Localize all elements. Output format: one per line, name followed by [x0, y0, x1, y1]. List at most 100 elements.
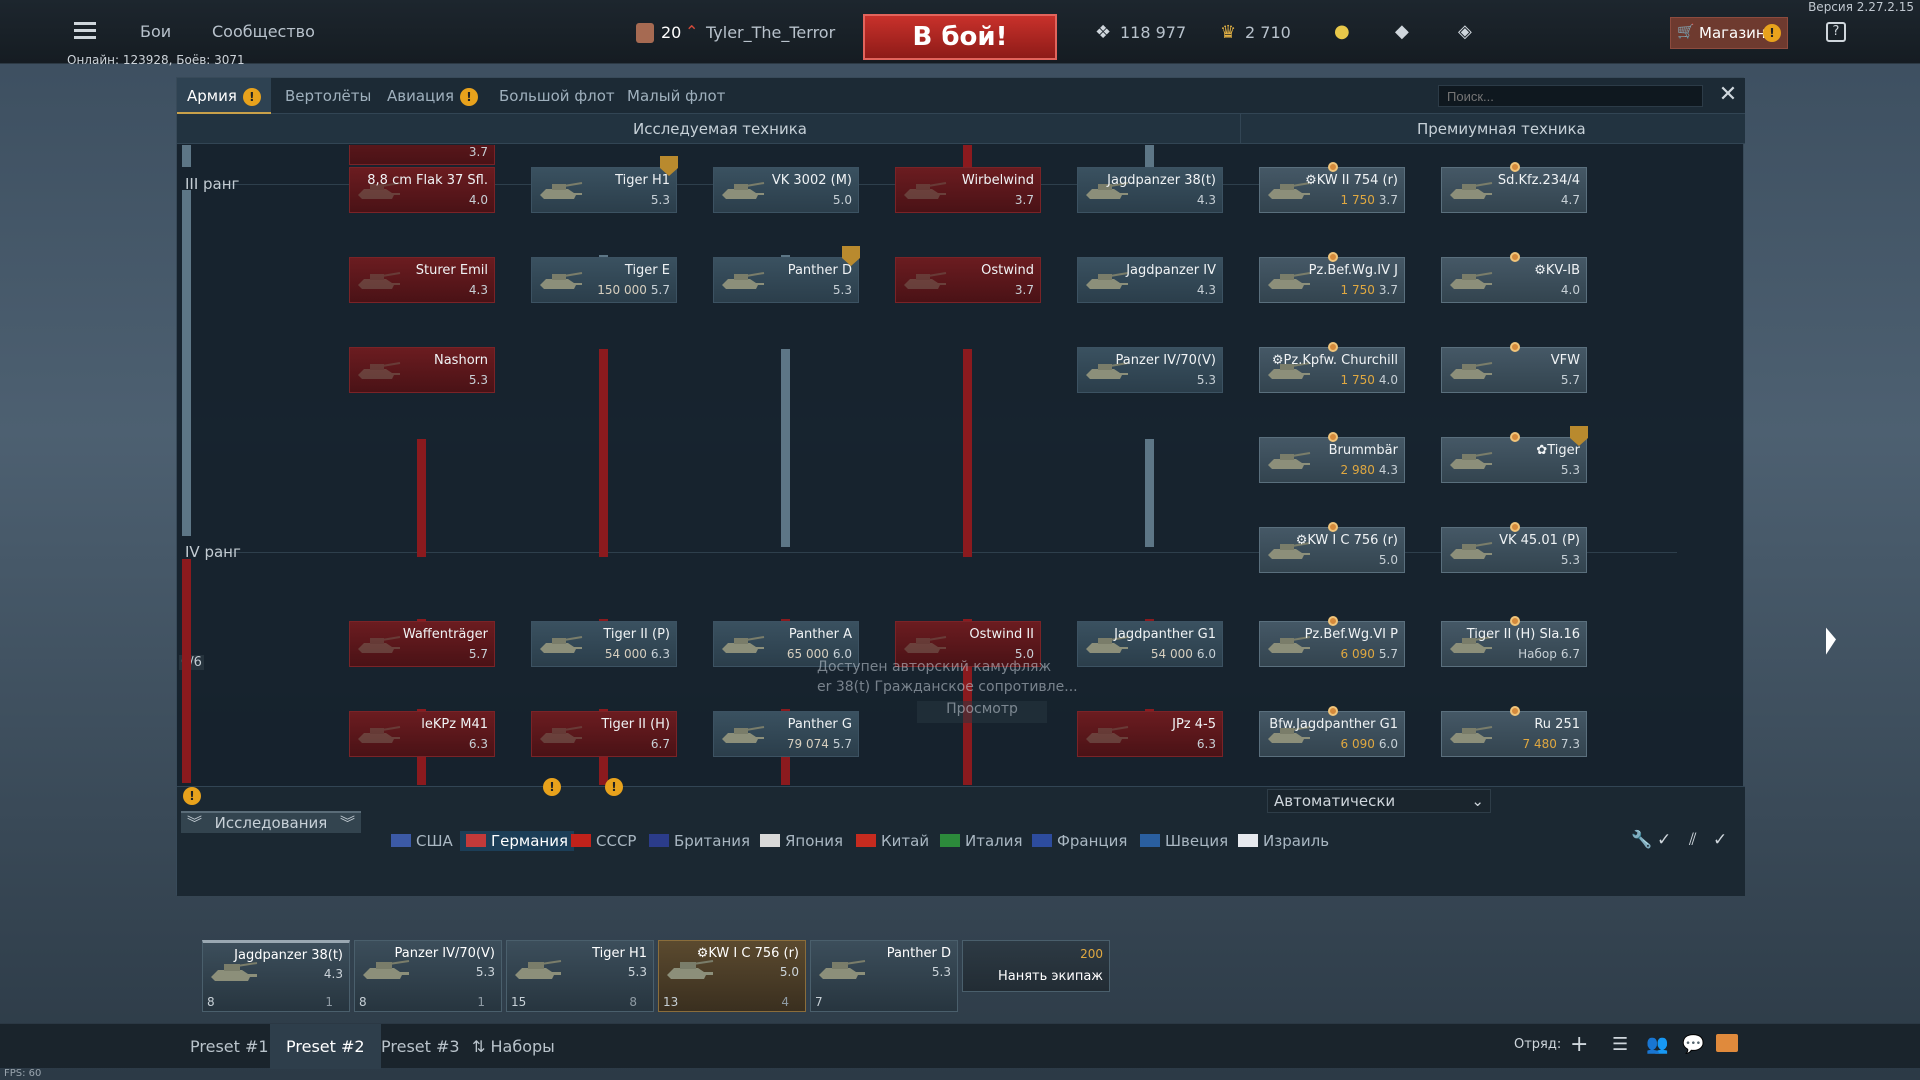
add-squad-icon[interactable]: + — [1570, 1032, 1589, 1057]
sets-button[interactable]: ⇅ Наборы — [456, 1024, 571, 1069]
list-icon[interactable]: ☰ — [1612, 1034, 1629, 1055]
vehicle-br: 5.3 — [1197, 373, 1216, 387]
player-name[interactable]: Tyler_The_Terror — [706, 23, 836, 42]
lightbulb-icon[interactable]: ● — [1334, 21, 1350, 42]
nation-filter-item[interactable]: Британия — [649, 831, 750, 851]
mode-select[interactable]: Автоматически ⌄ — [1267, 789, 1491, 813]
preset-1[interactable]: Preset #1 — [190, 1037, 269, 1056]
vehicle-card[interactable]: Jagdpanzer 38(t)4.3 — [1077, 167, 1223, 213]
mail-icon[interactable] — [1716, 1034, 1738, 1052]
search-input[interactable] — [1438, 85, 1703, 107]
flag-icon — [466, 834, 486, 847]
preset-2[interactable]: Preset #2 — [270, 1024, 381, 1069]
check-icon[interactable]: ✓ — [1657, 830, 1672, 850]
battle-rating: 3.7 — [1014, 283, 1034, 297]
nation-filter-item[interactable]: СССР — [571, 831, 636, 851]
vehicle-name: ⚙KV-IB — [1534, 263, 1580, 278]
vehicle-card[interactable]: 3.7 — [349, 145, 495, 165]
nation-filter-item[interactable]: США — [391, 831, 453, 851]
nation-filter-item[interactable]: Китай — [856, 831, 929, 851]
vehicle-card[interactable]: Tiger II (H)6.7 — [531, 711, 677, 757]
repair-icon[interactable]: 🔧 — [1631, 830, 1653, 850]
battle-rating: 5.0 — [1014, 647, 1034, 661]
vehicle-card[interactable]: VK 45.01 (P)5.3 — [1441, 522, 1587, 573]
research-toggle[interactable]: ︾ Исследования ︾ — [181, 811, 361, 833]
premium-marker-icon — [1328, 342, 1338, 352]
contacts-icon[interactable]: 👥 — [1646, 1034, 1669, 1055]
chat-icon[interactable]: 💬 — [1682, 1034, 1705, 1055]
tab-aviation[interactable]: Авиация! — [377, 78, 488, 114]
battlepass-icon[interactable]: ◆ — [1395, 21, 1409, 42]
preset-3[interactable]: Preset #3 — [381, 1037, 460, 1056]
marketplace-icon[interactable]: ◈ — [1458, 21, 1472, 42]
nation-filter-item[interactable]: Германия — [460, 831, 574, 851]
player-avatar[interactable] — [636, 23, 654, 43]
nav-battles[interactable]: Бои — [140, 22, 172, 41]
notice-view-button[interactable]: Просмотр — [917, 701, 1047, 723]
vehicle-card[interactable]: 8,8 cm Flak 37 Sfl.4.0 — [349, 167, 495, 213]
vehicle-br: 3.7 — [1015, 193, 1034, 207]
tab-army[interactable]: Армия! — [177, 78, 271, 114]
tab-helicopters[interactable]: Вертолёты — [275, 78, 381, 114]
vehicle-card[interactable]: VK 3002 (M)5.0 — [713, 167, 859, 213]
flag-icon — [391, 834, 411, 847]
shop-button[interactable]: 🛒 Магазин ! — [1670, 17, 1788, 49]
close-icon[interactable]: ✕ — [1718, 82, 1738, 107]
nation-filter-item[interactable]: Швеция — [1140, 831, 1228, 851]
check-icon[interactable]: ✓ — [1713, 830, 1728, 850]
battle-rating: 5.3 — [1560, 463, 1580, 477]
silver-lions-icon: ❖ — [1095, 22, 1112, 43]
flag-icon — [1238, 834, 1258, 847]
tank-icon — [1448, 177, 1494, 203]
tab-coastal-fleet[interactable]: Малый флот — [617, 78, 735, 114]
vehicle-name: VFW — [1550, 353, 1580, 368]
chevron-down-icon: ⌄ — [1471, 792, 1484, 810]
nav-community[interactable]: Сообщество — [212, 22, 315, 41]
help-button[interactable]: ? — [1826, 22, 1846, 42]
battle-button[interactable]: В бой! — [863, 14, 1057, 60]
vehicle-card[interactable]: ⚙KW I C 756 (r)5.0 — [1259, 522, 1405, 573]
hamburger-icon[interactable] — [74, 22, 96, 40]
nation-filter-item[interactable]: Италия — [940, 831, 1023, 851]
vehicle-card[interactable]: Panzer IV/70(V)5.3 — [1077, 347, 1223, 393]
tab-bluewater-fleet[interactable]: Большой флот — [489, 78, 625, 114]
nation-filter-item[interactable]: Израиль — [1238, 831, 1329, 851]
nation-filter-item[interactable]: Франция — [1032, 831, 1127, 851]
ammo-icon[interactable]: ⫽ — [1689, 830, 1697, 850]
nation-filter-item[interactable]: Япония — [760, 831, 843, 851]
